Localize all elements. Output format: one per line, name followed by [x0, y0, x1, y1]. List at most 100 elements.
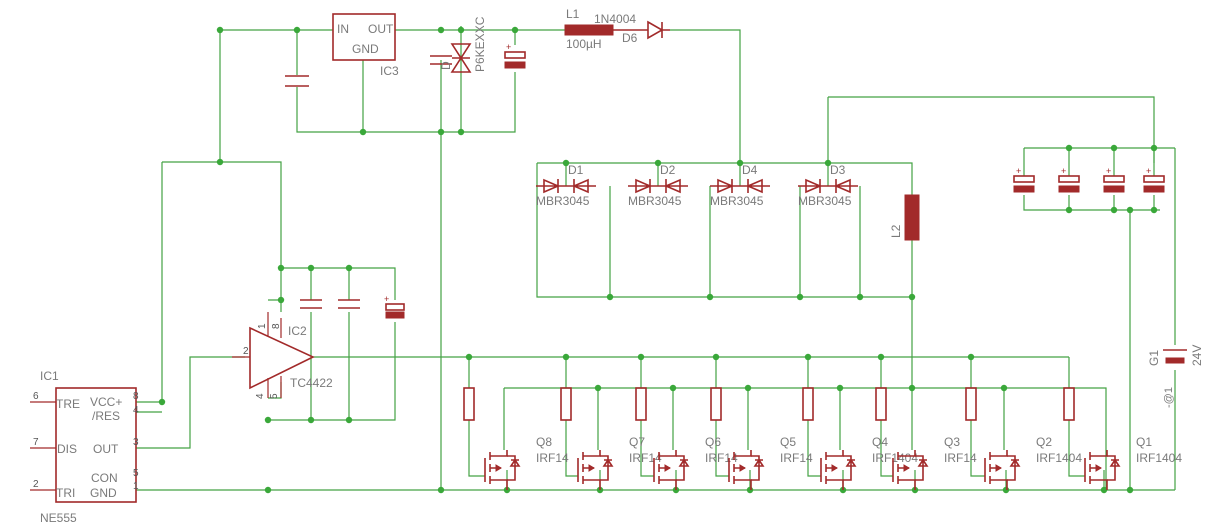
ic1-pin8: 8 [133, 391, 139, 402]
gate-resistor-1 [463, 387, 475, 421]
schottky-name: D3 [830, 163, 846, 177]
wire-gate-bus [313, 356, 1070, 388]
ic3-in: IN [337, 22, 349, 36]
capacitor-input [285, 75, 309, 87]
battery-pin: -@1 [1163, 387, 1175, 408]
ic1-pin-out: OUT [93, 442, 119, 456]
junction-dot [264, 416, 272, 424]
wire-top-input [219, 26, 516, 490]
ic2-pin4: 4 [255, 393, 266, 399]
ic1-pin5: 5 [133, 468, 139, 479]
mosfet-value: IRF1404 [1036, 451, 1082, 465]
diode-d6: 1N4004 D6 [594, 12, 670, 45]
junction-dot [437, 128, 445, 136]
schottky-name: D1 [568, 163, 584, 177]
battery-value: 24V [1190, 345, 1204, 366]
wire-output-caps [1023, 147, 1176, 490]
l2-name: L2 [889, 224, 903, 238]
junction-dot [669, 384, 677, 392]
gate-resistor-3 [635, 387, 647, 421]
ic1-pin2: 2 [33, 479, 39, 490]
junction-dot [1126, 486, 1134, 494]
tvs-name: D [439, 61, 453, 70]
gate-resistor-2 [560, 387, 572, 421]
output-cap-1: + [1013, 166, 1035, 193]
mosfet-value: IRF14 [780, 451, 813, 465]
wires [136, 26, 1176, 491]
ic1-pin-res: /RES [92, 409, 120, 423]
wire-cap-bottom [268, 312, 396, 421]
junction-dot [606, 293, 614, 301]
ic1-pin-tre: TRE [56, 397, 80, 411]
ic1-pin1: 1 [133, 481, 139, 492]
junction-dot [307, 416, 315, 424]
ic3-gnd: GND [352, 42, 379, 56]
junction-dot [1100, 486, 1108, 494]
junction-dot [562, 353, 570, 361]
junction-dot [908, 293, 916, 301]
svg-text:+: + [1106, 166, 1111, 176]
gate-resistor-7 [965, 387, 977, 421]
output-cap-2: + [1058, 166, 1080, 193]
mosfet-name: Q5 [780, 435, 796, 449]
junction-dot [457, 128, 465, 136]
junction-dot [877, 353, 885, 361]
junction-dot [744, 384, 752, 392]
ic1-pin-con: CON [91, 471, 118, 485]
ic3-name: IC3 [380, 64, 399, 78]
junction-dot [746, 486, 754, 494]
junction-dot [1002, 486, 1010, 494]
d6-value: 1N4004 [594, 12, 636, 26]
mosfet-value: IRF14 [944, 451, 977, 465]
ic1-pin-vcc: VCC+ [90, 395, 122, 409]
svg-text:+: + [1146, 166, 1151, 176]
ic1-pin7: 7 [33, 437, 39, 448]
junction-dot [511, 26, 519, 34]
tvs-symbol [450, 43, 472, 73]
ic2-pin5: 5 [269, 393, 280, 399]
ic1-pin-dis: DIS [57, 442, 77, 456]
electrolytic-cap-c3 [385, 311, 405, 319]
l1-value: 100µH [566, 37, 602, 51]
electrolytic-cap-output [504, 51, 526, 59]
junction-dot [736, 159, 744, 167]
junction-dot [1065, 206, 1073, 214]
mosfet-name: Q1 [1136, 435, 1152, 449]
output-cap-3: + [1103, 166, 1125, 193]
junctions [158, 26, 1158, 494]
junction-dot [216, 26, 224, 34]
junction-dot [437, 26, 445, 34]
capacitor-output [430, 55, 452, 65]
mosfet-name: Q6 [705, 435, 721, 449]
mosfets: Q8IRF14Q7IRF14Q6IRF14Q5IRF14Q4IRF1404Q3I… [484, 435, 1182, 490]
schottky-name: D4 [742, 163, 758, 177]
mosfet-name: Q8 [536, 435, 552, 449]
wire-ic1 [136, 356, 1175, 491]
junction-dot [712, 353, 720, 361]
ic2-value: TC4422 [290, 376, 333, 390]
ic1-ne555: IC1 NE555 TRE VCC+ /RES DIS OUT CON TRI … [30, 369, 139, 525]
output-capacitors: + + + + [1013, 166, 1165, 193]
junction-dot [824, 159, 832, 167]
ic3-regulator: IN OUT GND IC3 + [285, 13, 526, 87]
l1-name: L1 [566, 7, 580, 21]
tvs-diode: D P6KEXXC [439, 16, 487, 73]
svg-text:+: + [1016, 166, 1021, 176]
schottky-value: MBR3045 [628, 194, 682, 208]
ic1-pin6: 6 [33, 391, 39, 402]
junction-dot [345, 264, 353, 272]
l2-body [904, 194, 920, 241]
schottky-value: MBR3045 [536, 194, 590, 208]
junction-dot [158, 398, 166, 406]
gate-resistors [463, 387, 1075, 421]
ic1-pin-tri: TRI [56, 486, 75, 500]
gate-resistor-5 [802, 387, 814, 421]
ic2-buffer-symbol [249, 326, 315, 390]
inductor-l2: L2 [889, 194, 920, 241]
